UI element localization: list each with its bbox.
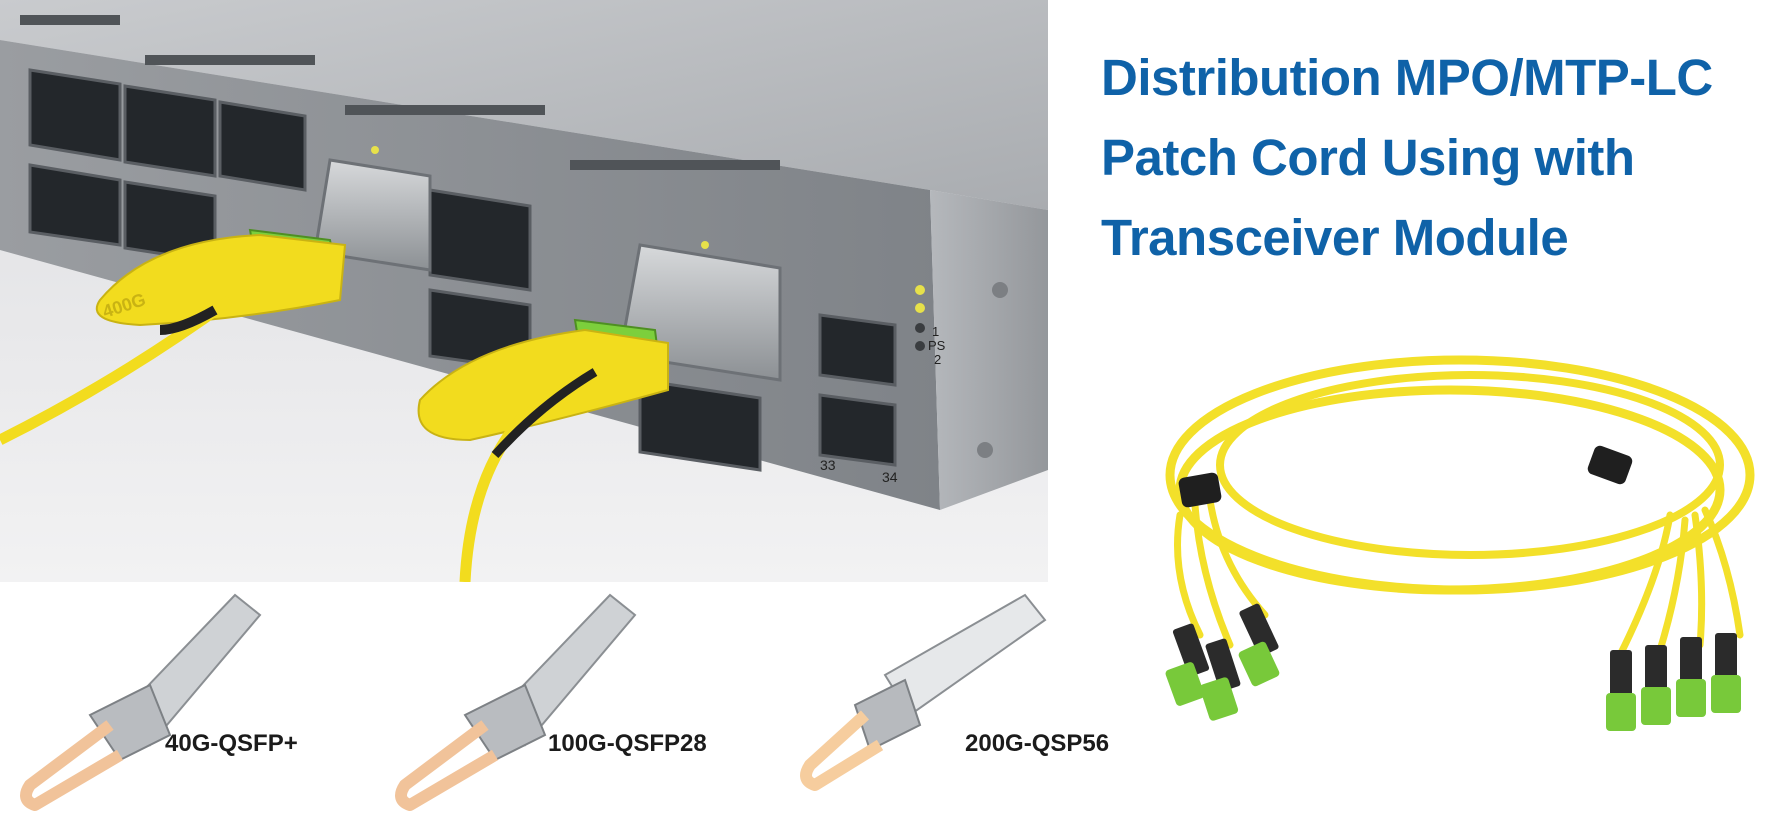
led-label-2: 2 bbox=[934, 352, 941, 367]
port-number-34: 34 bbox=[882, 469, 898, 485]
switch-photo: 1 PS 2 33 34 400G bbox=[0, 0, 1048, 582]
module-label-200g: 200G-QSP56 bbox=[965, 730, 1110, 757]
port-number-33: 33 bbox=[820, 457, 836, 473]
module-image-40g bbox=[20, 593, 262, 811]
title-line-2: Patch Cord Using with bbox=[1101, 129, 1635, 186]
module-label-40g: 40G-QSFP+ bbox=[165, 730, 298, 757]
page-title: Distribution MPO/MTP-LC Patch Cord Using… bbox=[1101, 38, 1771, 278]
module-label-100g: 100G-QSFP28 bbox=[548, 730, 707, 757]
patch-cord-photo bbox=[1165, 355, 1755, 731]
title-line-1: Distribution MPO/MTP-LC bbox=[1101, 49, 1713, 106]
module-image-100g bbox=[395, 593, 637, 811]
led-label-1: 1 bbox=[932, 324, 939, 339]
ps-label: PS bbox=[928, 338, 946, 353]
title-line-3: Transceiver Module bbox=[1101, 209, 1569, 266]
module-image-200g bbox=[800, 593, 1047, 791]
